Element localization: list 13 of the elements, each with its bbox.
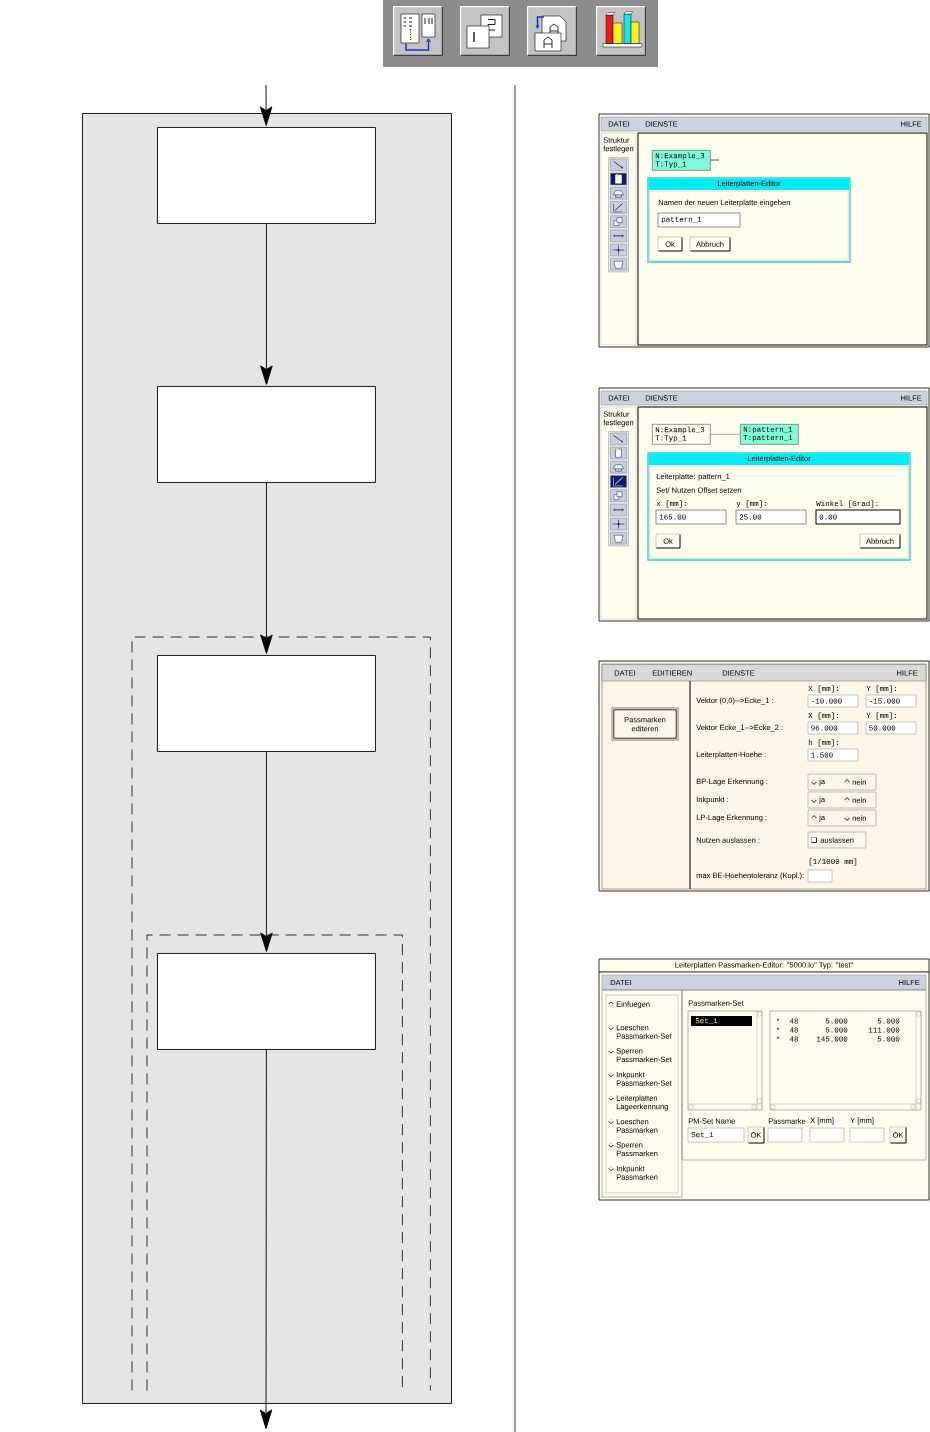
process-box (157, 953, 376, 1050)
process-box (157, 386, 376, 483)
arrow (260, 223, 273, 385)
arrow (259, 1049, 273, 1429)
arrow (260, 482, 273, 654)
dashed-frame (131, 636, 431, 1391)
connector-line (710, 159, 720, 161)
process-box (157, 655, 376, 752)
connector-line (710, 433, 741, 435)
process-box (157, 127, 376, 224)
arrow (259, 84, 273, 126)
dashed-frame (146, 934, 403, 1391)
arrow (260, 751, 273, 952)
